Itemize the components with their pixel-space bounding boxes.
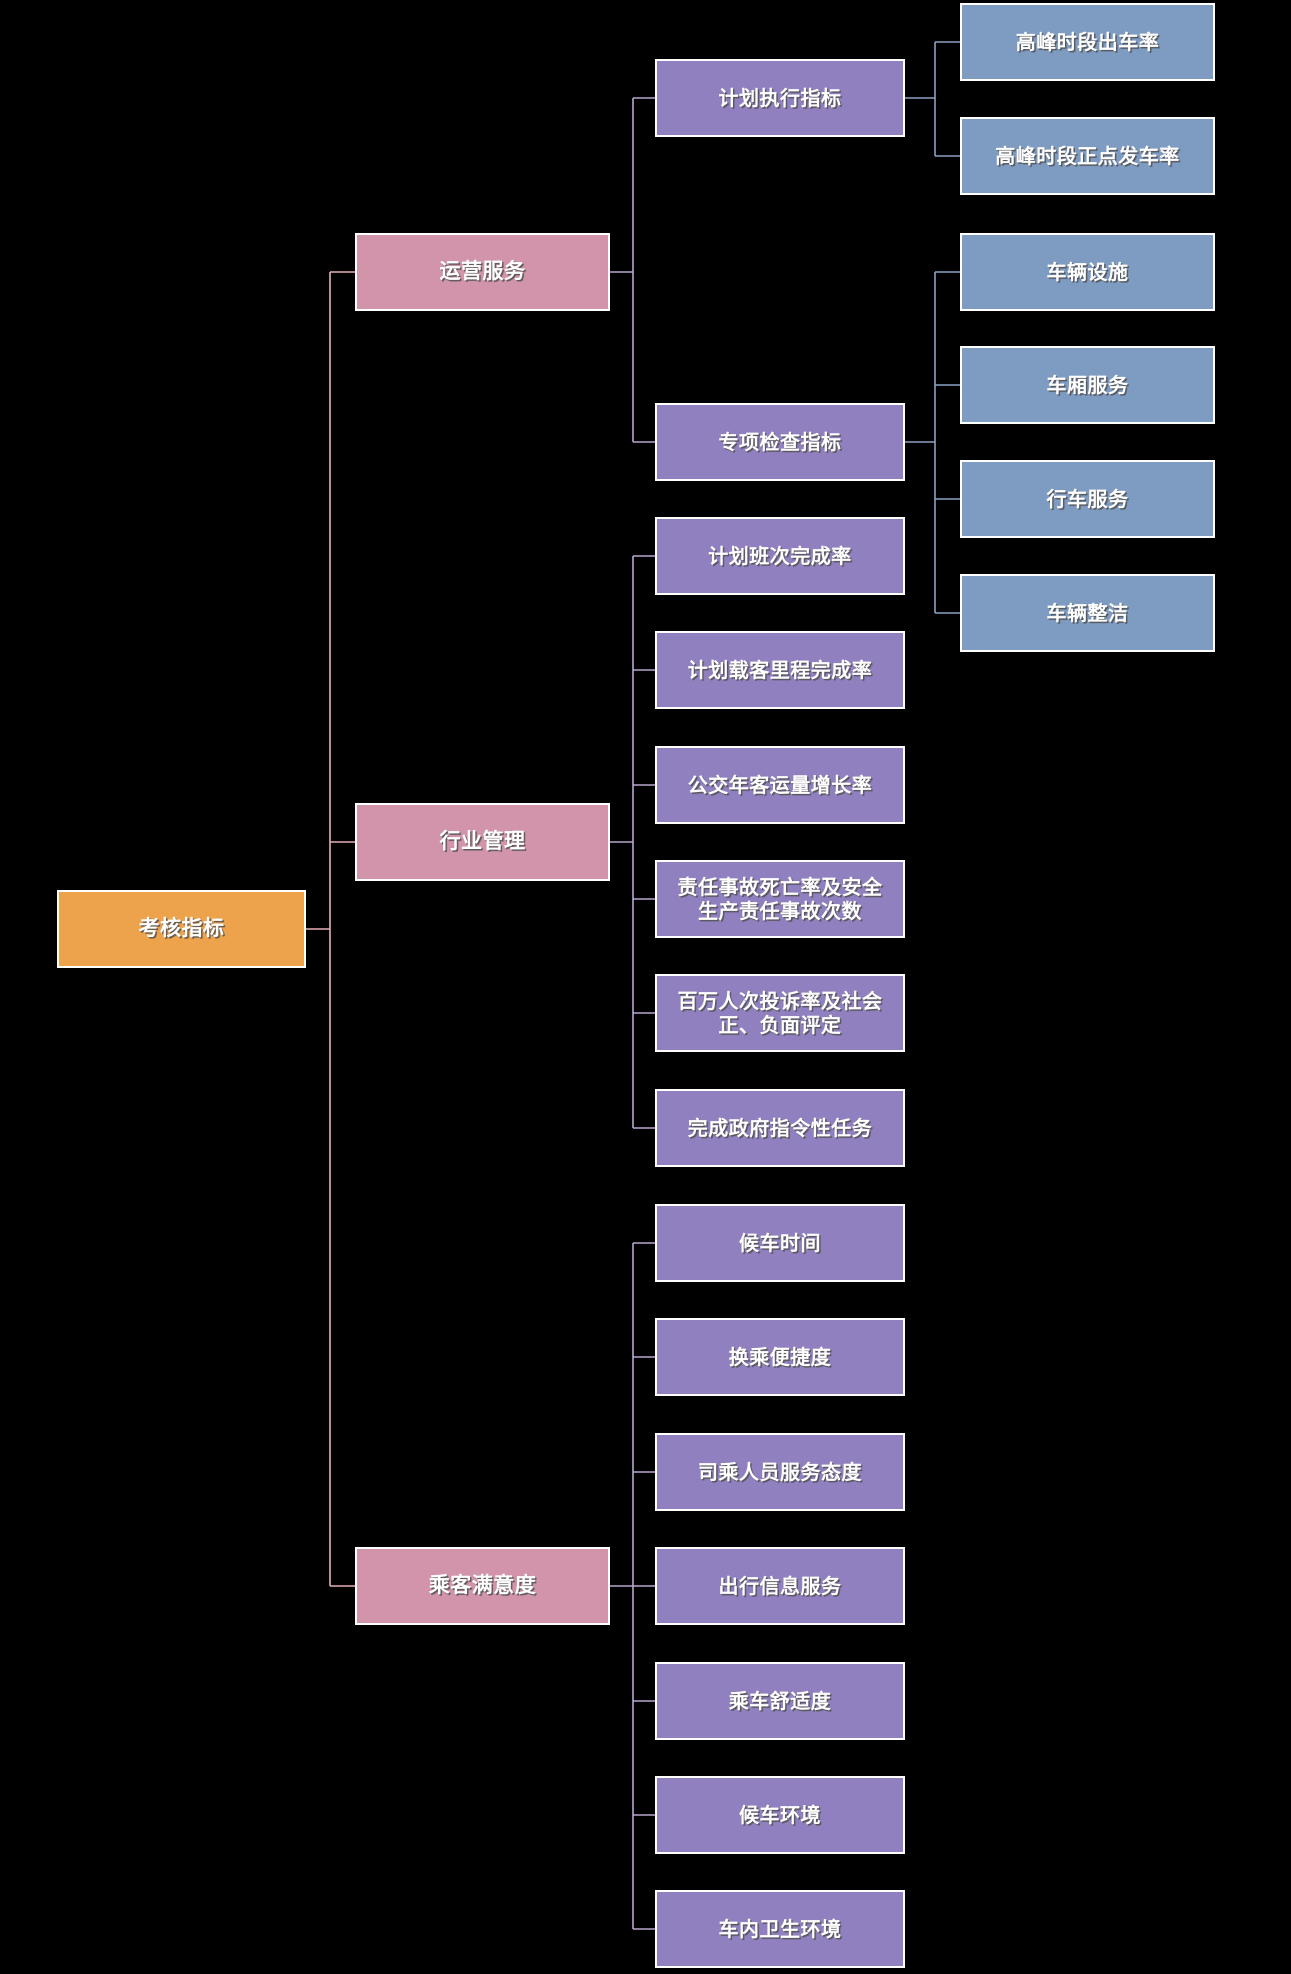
label-travel-information-service: 出行信息服务	[718, 1573, 842, 1598]
label-vehicle-cleanliness: 车辆整洁	[1046, 600, 1129, 625]
node-peak-on-time-departure-rate[interactable]: 高峰时段正点发车率	[960, 117, 1215, 195]
node-government-mandated-tasks[interactable]: 完成政府指令性任务	[655, 1089, 905, 1167]
node-ride-comfort[interactable]: 乘车舒适度	[655, 1662, 905, 1740]
label-million-trip-complaint-rate: 百万人次投诉率及社会 正、负面评定	[677, 988, 883, 1037]
node-transfer-convenience[interactable]: 换乘便捷度	[655, 1318, 905, 1396]
label-planned-trip-completion-rate: 计划班次完成率	[708, 543, 852, 568]
label-driving-service: 行车服务	[1046, 486, 1129, 511]
node-liability-accident-death-rate[interactable]: 责任事故死亡率及安全 生产责任事故次数	[655, 860, 905, 938]
branch-label-industry-management: 行业管理	[439, 829, 526, 854]
branch-label-operation-service: 运营服务	[439, 259, 526, 284]
label-in-vehicle-hygiene-environment: 车内卫生环境	[718, 1916, 842, 1941]
node-vehicle-cleanliness[interactable]: 车辆整洁	[960, 574, 1215, 652]
node-waiting-time[interactable]: 候车时间	[655, 1204, 905, 1282]
node-annual-passenger-volume-growth-rate[interactable]: 公交年客运量增长率	[655, 746, 905, 824]
label-annual-passenger-volume-growth-rate: 公交年客运量增长率	[687, 772, 873, 797]
node-plan-execution-indicator[interactable]: 计划执行指标	[655, 59, 905, 137]
node-travel-information-service[interactable]: 出行信息服务	[655, 1547, 905, 1625]
node-staff-service-attitude[interactable]: 司乘人员服务态度	[655, 1433, 905, 1511]
label-cabin-service: 车厢服务	[1046, 372, 1129, 397]
node-special-inspection-indicator[interactable]: 专项检查指标	[655, 403, 905, 481]
label-vehicle-facility: 车辆设施	[1046, 259, 1129, 284]
node-million-trip-complaint-rate[interactable]: 百万人次投诉率及社会 正、负面评定	[655, 974, 905, 1052]
node-cabin-service[interactable]: 车厢服务	[960, 346, 1215, 424]
label-special-inspection-indicator: 专项检查指标	[718, 429, 842, 454]
node-waiting-environment[interactable]: 候车环境	[655, 1776, 905, 1854]
label-staff-service-attitude: 司乘人员服务态度	[698, 1459, 862, 1484]
node-peak-dispatch-rate[interactable]: 高峰时段出车率	[960, 3, 1215, 81]
label-government-mandated-tasks: 完成政府指令性任务	[687, 1115, 873, 1140]
label-liability-accident-death-rate: 责任事故死亡率及安全 生产责任事故次数	[677, 874, 883, 923]
node-planned-trip-completion-rate[interactable]: 计划班次完成率	[655, 517, 905, 595]
label-planned-passenger-mileage-completion-rate: 计划载客里程完成率	[687, 657, 873, 682]
label-ride-comfort: 乘车舒适度	[728, 1688, 832, 1713]
branch-label-passenger-satisfaction: 乘客满意度	[428, 1573, 537, 1598]
node-in-vehicle-hygiene-environment[interactable]: 车内卫生环境	[655, 1890, 905, 1968]
root-node-label: 考核指标	[138, 916, 225, 941]
label-waiting-time: 候车时间	[739, 1230, 821, 1255]
node-vehicle-facility[interactable]: 车辆设施	[960, 233, 1215, 311]
root-node-assessment-indicator[interactable]: 考核指标	[57, 890, 306, 968]
node-planned-passenger-mileage-completion-rate[interactable]: 计划载客里程完成率	[655, 631, 905, 709]
label-peak-dispatch-rate: 高峰时段出车率	[1015, 29, 1160, 54]
label-peak-on-time-departure-rate: 高峰时段正点发车率	[995, 143, 1180, 168]
node-driving-service[interactable]: 行车服务	[960, 460, 1215, 538]
label-waiting-environment: 候车环境	[739, 1802, 821, 1827]
branch-node-industry-management[interactable]: 行业管理	[355, 803, 610, 881]
branch-node-passenger-satisfaction[interactable]: 乘客满意度	[355, 1547, 610, 1625]
label-plan-execution-indicator: 计划执行指标	[718, 85, 842, 110]
branch-node-operation-service[interactable]: 运营服务	[355, 233, 610, 311]
label-transfer-convenience: 换乘便捷度	[728, 1344, 832, 1369]
